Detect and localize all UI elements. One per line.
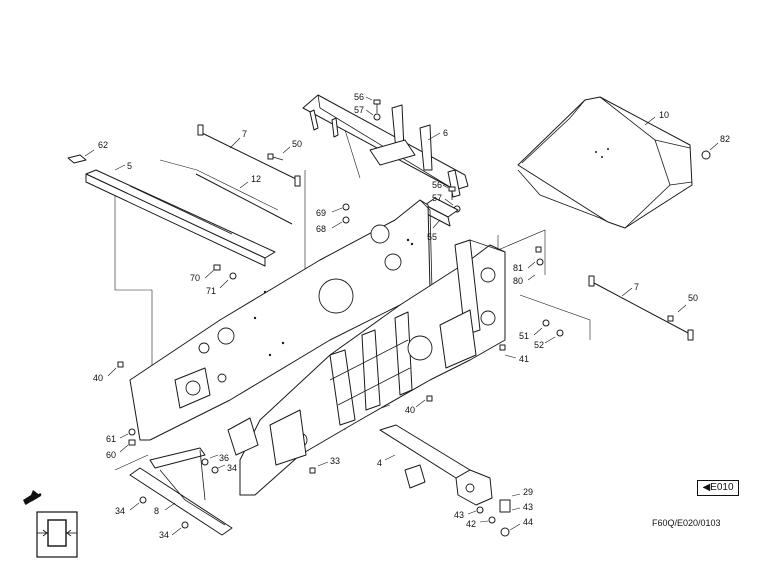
label-43a: 43	[454, 510, 464, 520]
label-43b: 43	[523, 502, 533, 512]
main-frame-side-plate	[129, 199, 433, 441]
label-5: 5	[127, 161, 132, 171]
label-82: 82	[720, 134, 730, 144]
back-arrow-icon: ◀	[702, 482, 711, 493]
label-4: 4	[377, 458, 382, 468]
label-41: 41	[519, 354, 529, 364]
label-52: 52	[534, 340, 544, 350]
label-50a: 50	[292, 139, 302, 149]
part-7-rod-lower	[588, 275, 694, 341]
machine-top-view-icon	[36, 511, 78, 558]
label-50b: 50	[688, 293, 698, 303]
main-chassis-frame	[227, 239, 506, 496]
part-4-drawbar	[379, 424, 493, 506]
part-6-top-support	[302, 94, 469, 198]
part-82-nut	[701, 142, 719, 160]
bolt-56-57-top	[365, 96, 381, 121]
part-50-bolt-top	[267, 146, 291, 161]
callout-labels: 56 57 10 82 6 7 62 50 5 12 56 57 69 68 5…	[93, 92, 730, 540]
label-55: 55	[427, 232, 437, 242]
label-7a: 7	[242, 129, 247, 139]
label-10: 10	[659, 110, 669, 120]
label-8: 8	[154, 506, 159, 516]
label-6: 6	[443, 128, 448, 138]
label-34a: 34	[227, 463, 237, 473]
page-reference-badge[interactable]: ◀E010	[697, 480, 739, 496]
label-71: 71	[206, 286, 216, 296]
label-44: 44	[523, 517, 533, 527]
part-12-strip	[195, 173, 293, 225]
fasteners	[107, 203, 687, 537]
drawing-code: F60Q/E020/0103	[652, 518, 721, 528]
label-12: 12	[251, 174, 261, 184]
label-40b: 40	[405, 405, 415, 415]
label-68: 68	[316, 224, 326, 234]
label-56a: 56	[354, 92, 364, 102]
label-62: 62	[98, 140, 108, 150]
label-7b: 7	[634, 282, 639, 292]
label-70: 70	[190, 273, 200, 283]
label-56b: 56	[432, 180, 442, 190]
label-81: 81	[513, 263, 523, 273]
label-36: 36	[219, 453, 229, 463]
label-57b: 57	[432, 193, 442, 203]
direction-arrow-icon	[23, 490, 42, 506]
label-57a: 57	[354, 105, 364, 115]
page-reference-text: E010	[710, 482, 734, 493]
label-33: 33	[330, 456, 340, 466]
label-42: 42	[466, 519, 476, 529]
label-69: 69	[316, 208, 326, 218]
label-29: 29	[523, 487, 533, 497]
label-61: 61	[106, 434, 116, 444]
label-51: 51	[519, 331, 529, 341]
part-10-hopper-cover	[517, 96, 693, 229]
label-34b: 34	[115, 506, 125, 516]
label-34c: 34	[159, 530, 169, 540]
part-5-rail	[85, 164, 276, 267]
label-80: 80	[513, 276, 523, 286]
label-40a: 40	[93, 373, 103, 383]
part-62-clip	[67, 149, 95, 164]
part-8-rear-support	[129, 447, 233, 536]
label-60: 60	[106, 450, 116, 460]
machine-orientation-icon	[23, 490, 78, 558]
part-7-rod-top	[197, 124, 301, 187]
